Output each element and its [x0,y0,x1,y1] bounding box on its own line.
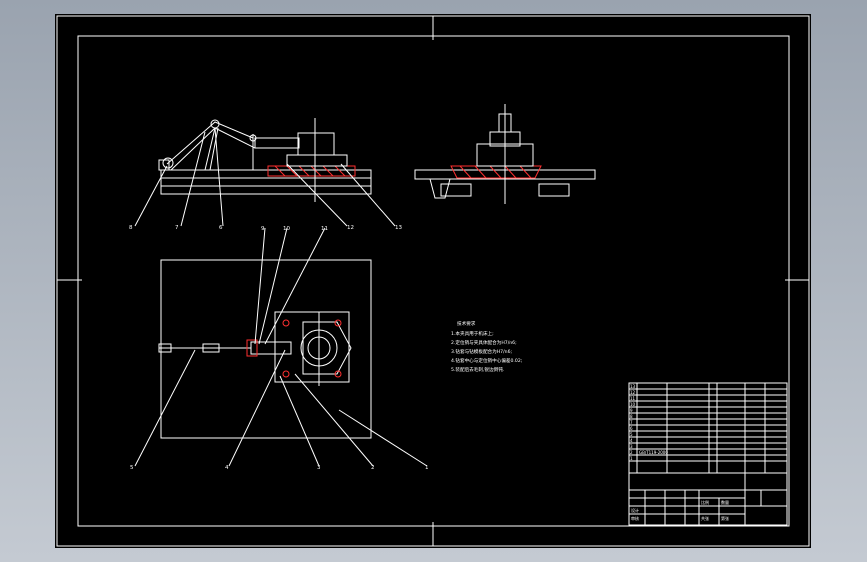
balloon-label: 1 [425,465,429,471]
sheet-edge [56,15,810,547]
bom-row-number: 1 [630,456,633,461]
bom-row-number: 9 [630,408,633,413]
title-block-mark: 共张 [701,515,709,521]
tech-item: 4.钻套中心与定位销中心偏差0.02; [451,357,523,364]
bom-row-number: 3 [630,444,633,449]
balloon-label: 8 [129,225,133,231]
bom-row-number: 8 [630,414,633,419]
bom-row-number: 7 [630,420,633,425]
title-block-mark: 审核 [631,515,639,521]
tech-item: 2.定位销与夹具体配合为H7/n6; [451,339,517,346]
balloon-label: 12 [347,225,354,231]
bom-row-number: 12 [630,390,636,395]
bom-standard: GB/T119-2000 [639,450,668,455]
balloon-label: 4 [225,465,229,471]
tech-heading: 技术要求 [457,320,476,327]
bom-row-number: 10 [630,402,636,407]
side-view [414,104,596,204]
balloon-label: 13 [395,225,402,231]
drawing-sheet: 8 7 6 9 10 11 12 13 5 4 3 2 1 技术要求 1.本夹具… [55,14,811,548]
front-view [158,118,372,202]
bom-row-number: 5 [630,432,633,437]
balloon-label: 2 [371,465,375,471]
tech-item: 5.装配后去毛刺,锐边倒钝. [451,366,504,373]
balloon-label: 6 [219,225,223,231]
balloon-label: 11 [321,226,328,232]
balloon-label: 10 [283,226,290,232]
section-hatch [267,165,356,177]
bom-row-number: 6 [630,426,633,431]
inner-border [77,35,790,527]
title-block: 比例 数量 设计 审核 共张 第张 [628,472,788,526]
centering-marks [57,16,809,546]
balloon-label: 9 [261,226,265,232]
tech-item: 1.本夹具用于机床上; [451,330,494,337]
parts-list: 13 12 11 10 9 8 7 6 5 4 3 2 1 GB/T119-20… [628,382,788,474]
top-view [158,259,372,439]
title-block-mark: 数量 [721,499,729,505]
title-block-mark: 第张 [721,515,729,521]
technical-requirements: 技术要求 1.本夹具用于机床上; 2.定位销与夹具体配合为H7/n6; 3.钻套… [451,320,523,373]
title-block-mark: 设计 [631,507,639,513]
balloon-label: 3 [317,465,321,471]
balloon-label: 5 [130,465,134,471]
balloon-label: 7 [175,225,179,231]
bom-row-number: 2 [630,450,633,455]
balloon-labels: 8 7 6 9 10 11 12 13 5 4 3 2 1 [129,225,429,471]
cad-drawing: 8 7 6 9 10 11 12 13 5 4 3 2 1 技术要求 1.本夹具… [56,15,810,547]
bom-row-number: 13 [630,384,636,389]
tech-item: 3.钻套与钻模板配合为H7/n6; [451,348,512,355]
title-block-mark: 比例 [701,499,709,505]
leader-lines [134,127,428,467]
bom-row-number: 4 [630,438,633,443]
bom-row-number: 11 [630,396,636,401]
